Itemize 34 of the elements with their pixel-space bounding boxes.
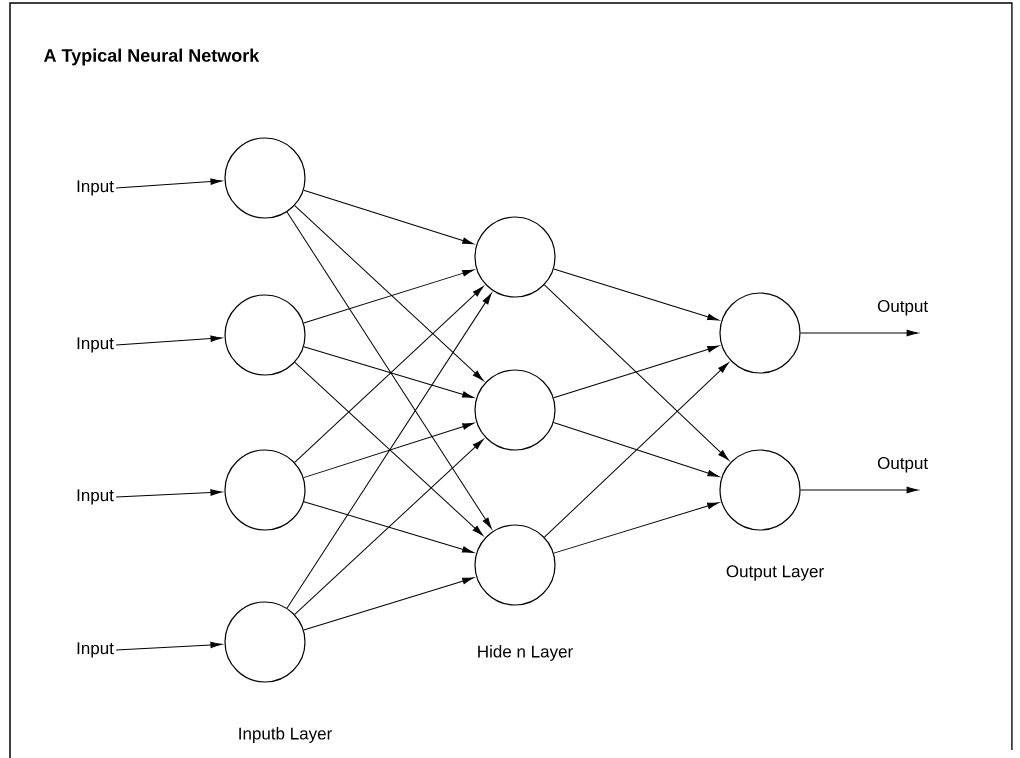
neuron-circle (474, 216, 556, 298)
neuron-circle (224, 449, 306, 531)
input-label: Input (77, 337, 114, 353)
arrow (303, 422, 474, 479)
arrow (800, 486, 919, 494)
layer-label: Inputb Layer (239, 727, 332, 743)
arrow (115, 489, 222, 498)
edge-label: Output (877, 300, 928, 316)
layer-label: Output Layer (726, 565, 824, 581)
arrow (303, 189, 474, 245)
arrow (553, 502, 719, 554)
arrow (800, 329, 919, 337)
arrow (286, 211, 492, 529)
neuron-circle (719, 292, 801, 374)
arrow (553, 345, 719, 399)
arrow (286, 293, 492, 609)
arrow (303, 269, 474, 324)
input-label: Input (77, 489, 114, 505)
neuron-circle (224, 294, 306, 376)
edge-label: Output (877, 457, 928, 473)
layer-label: Hide n Layer (478, 645, 573, 661)
input-label: Input (77, 180, 114, 196)
title: A Typical Neural Network (44, 48, 260, 66)
arrow (115, 178, 222, 189)
arrow (115, 335, 222, 346)
neuron-circle (474, 524, 556, 606)
arrow (115, 641, 222, 651)
neuron-circle (719, 449, 801, 531)
arrow (553, 268, 719, 321)
input-label: Input (77, 642, 114, 658)
neuron-circle (474, 369, 556, 451)
neuron-circle (224, 601, 306, 683)
neuron-circle (224, 137, 306, 219)
arrow (303, 577, 474, 631)
